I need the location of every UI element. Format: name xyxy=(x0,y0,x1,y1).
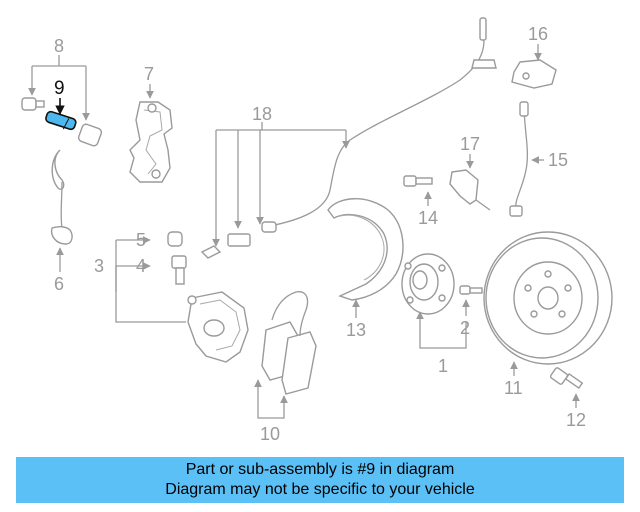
callout-labels: 8 9 7 6 18 16 17 15 14 13 2 1 11 12 5 4 … xyxy=(54,24,586,444)
label-8: 8 xyxy=(54,36,64,56)
part-17-abs-sensor xyxy=(449,154,491,211)
label-13: 13 xyxy=(346,320,366,340)
label-5: 5 xyxy=(136,230,146,250)
brake-caliper xyxy=(187,291,249,363)
parts-diagram: 8 9 7 6 18 16 17 15 14 13 2 1 11 12 5 4 … xyxy=(21,17,613,444)
part-2-bolt xyxy=(459,285,483,316)
label-11: 11 xyxy=(504,378,523,398)
label-15: 15 xyxy=(548,150,568,170)
label-10: 10 xyxy=(260,424,280,444)
part-6-spring-clip xyxy=(50,149,73,272)
banner-line-2: Diagram may not be specific to your vehi… xyxy=(165,481,475,498)
part-1-wheel-hub xyxy=(401,253,467,349)
label-6: 6 xyxy=(54,274,64,294)
part-18-brake-line xyxy=(200,17,497,259)
label-16: 16 xyxy=(528,24,548,44)
part-13-splash-shield xyxy=(327,198,404,318)
label-17: 17 xyxy=(460,134,480,154)
part-10-brake-pads xyxy=(254,291,317,419)
info-banner: Part or sub-assembly is #9 in diagram Di… xyxy=(16,457,624,503)
part-9-guide-pin[interactable] xyxy=(45,98,77,131)
part-4-bleeder-valve xyxy=(171,255,187,285)
part-3-caliper-assembly xyxy=(115,236,186,323)
part-16-bracket xyxy=(511,44,557,89)
banner-line-1: Part or sub-assembly is #9 in diagram xyxy=(185,461,455,478)
part-14-bolt xyxy=(403,175,433,206)
label-12: 12 xyxy=(566,410,586,430)
label-18: 18 xyxy=(252,104,272,124)
part-8-guide-bolt-set xyxy=(21,55,103,147)
label-9-highlighted: 9 xyxy=(54,78,65,99)
label-1: 1 xyxy=(438,356,448,376)
part-12-wheel-bolt xyxy=(549,367,584,408)
label-2: 2 xyxy=(460,318,470,338)
part-11-brake-rotor xyxy=(483,231,613,376)
label-4: 4 xyxy=(136,256,146,276)
part-5-bleeder-cap xyxy=(167,231,183,247)
label-7: 7 xyxy=(144,64,154,84)
part-15-abs-wire xyxy=(509,101,544,217)
label-14: 14 xyxy=(418,208,438,228)
label-3: 3 xyxy=(94,256,104,276)
part-7-caliper-carrier xyxy=(129,84,173,183)
